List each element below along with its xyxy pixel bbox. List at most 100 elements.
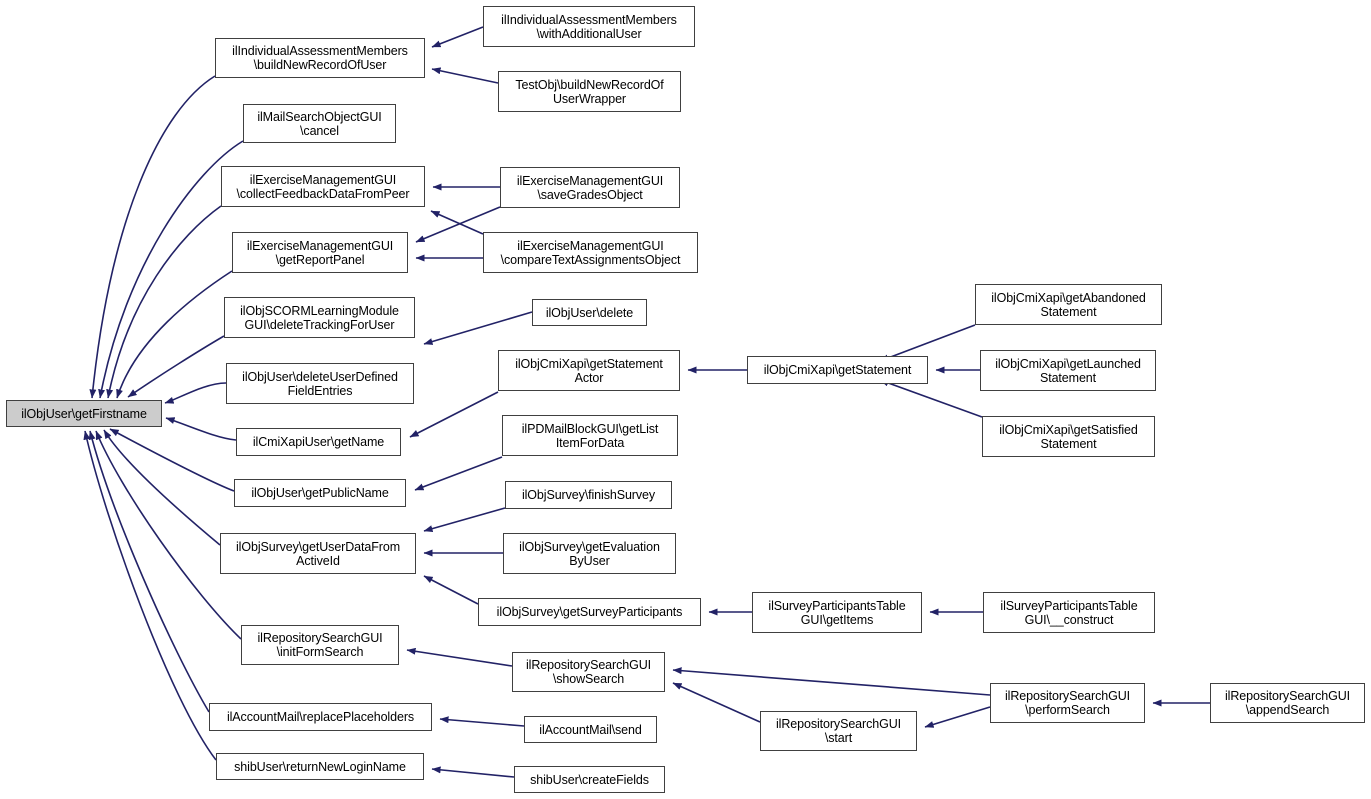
graph-node-cmixapi_stmtactor[interactable]: ilObjCmiXapi\getStatement Actor [498, 350, 680, 391]
graph-node-scorm_deltrack[interactable]: ilObjSCORMLearningModule GUI\deleteTrack… [224, 297, 415, 338]
call-edge [103, 429, 221, 546]
graph-node-cmixapi_getstatement[interactable]: ilObjCmiXapi\getStatement [747, 356, 928, 384]
graph-node-label: ilIndividualAssessmentMembers \withAddit… [501, 12, 677, 41]
graph-node-label: ilObjCmiXapi\getStatement Actor [515, 356, 663, 385]
graph-node-pdmail_listitem[interactable]: ilPDMailBlockGUI\getList ItemForData [502, 415, 678, 456]
graph-node-mailsearch_cancel[interactable]: ilMailSearchObjectGUI \cancel [243, 104, 396, 143]
graph-node-reposearch_initform[interactable]: ilRepositorySearchGUI \initFormSearch [241, 625, 399, 665]
graph-node-iam_with[interactable]: ilIndividualAssessmentMembers \withAddit… [483, 6, 695, 47]
graph-node-testobj_wrapper[interactable]: TestObj\buildNewRecordOf UserWrapper [498, 71, 681, 112]
graph-node-exmgmt_savegrades[interactable]: ilExerciseManagementGUI \saveGradesObjec… [500, 167, 680, 208]
call-edge [879, 324, 976, 362]
graph-node-sptable_getitems[interactable]: ilSurveyParticipantsTable GUI\getItems [752, 592, 922, 633]
graph-node-label: ilObjUser\getPublicName [251, 486, 389, 500]
graph-node-label: ilObjCmiXapi\getLaunched Statement [995, 356, 1141, 385]
call-edge [116, 270, 233, 399]
call-edge [924, 706, 991, 728]
graph-node-root[interactable]: ilObjUser\getFirstname [6, 400, 162, 427]
call-edge [439, 716, 525, 727]
call-edge [89, 75, 216, 399]
graph-node-survey_finish[interactable]: ilObjSurvey\finishSurvey [505, 481, 672, 509]
graph-node-label: ilExerciseManagementGUI \collectFeedback… [236, 172, 410, 201]
graph-node-cmixapi_launched[interactable]: ilObjCmiXapi\getLaunched Statement [980, 350, 1156, 391]
graph-node-label: ilSurveyParticipantsTable GUI\__construc… [1000, 598, 1138, 627]
graph-node-label: ilObjCmiXapi\getSatisfied Statement [999, 422, 1138, 451]
graph-node-shib_createfields[interactable]: shibUser\createFields [514, 766, 665, 793]
graph-node-survey_userdata[interactable]: ilObjSurvey\getUserDataFrom ActiveId [220, 533, 416, 574]
graph-node-label: ilMailSearchObjectGUI \cancel [257, 109, 382, 138]
graph-node-accountmail_replace[interactable]: ilAccountMail\replacePlaceholders [209, 703, 432, 731]
graph-node-exmgmt_compare[interactable]: ilExerciseManagementGUI \compareTextAssi… [483, 232, 698, 273]
graph-node-shib_returnlogin[interactable]: shibUser\returnNewLoginName [216, 753, 424, 780]
graph-node-label: ilAccountMail\send [539, 722, 642, 737]
graph-node-survey_evaluation[interactable]: ilObjSurvey\getEvaluation ByUser [503, 533, 676, 574]
graph-node-label: ilRepositorySearchGUI \appendSearch [1224, 689, 1351, 717]
graph-node-label: ilExerciseManagementGUI \saveGradesObjec… [516, 173, 664, 202]
graph-node-objuser_deludf[interactable]: ilObjUser\deleteUserDefined FieldEntries [226, 363, 414, 404]
edge-paths [83, 26, 1210, 778]
graph-node-exmgmt_report[interactable]: ilExerciseManagementGUI \getReportPanel [232, 232, 408, 273]
graph-node-iam_build[interactable]: ilIndividualAssessmentMembers \buildNewR… [215, 38, 425, 78]
call-edge [164, 382, 227, 404]
graph-node-label: ilExerciseManagementGUI \getReportPanel [246, 238, 394, 267]
call-edge [415, 206, 501, 243]
call-edge [431, 766, 515, 778]
graph-node-label: ilExerciseManagementGUI \compareTextAssi… [500, 238, 681, 267]
graph-node-label: ilAccountMail\replacePlaceholders [226, 710, 415, 724]
graph-node-objuser_publicname[interactable]: ilObjUser\getPublicName [234, 479, 406, 507]
graph-node-cmixapiuser_getname[interactable]: ilCmiXapiUser\getName [236, 428, 401, 456]
call-edge [431, 26, 484, 48]
graph-node-label: ilObjCmiXapi\getAbandoned Statement [991, 290, 1146, 319]
graph-node-reposearch_append[interactable]: ilRepositorySearchGUI \appendSearch [1210, 683, 1365, 723]
call-edge [406, 647, 513, 667]
call-edge [106, 205, 222, 399]
call-edge [95, 430, 242, 640]
graph-node-label: ilObjSurvey\getSurveyParticipants [496, 605, 683, 619]
call-edge [83, 430, 217, 761]
graph-node-label: ilIndividualAssessmentMembers \buildNewR… [232, 44, 408, 72]
call-edge [672, 667, 991, 696]
call-edge [98, 140, 244, 399]
call-edge [430, 210, 484, 235]
graph-node-label: ilObjUser\deleteUserDefined FieldEntries [242, 369, 398, 398]
graph-node-label: ilObjUser\getFirstname [21, 406, 147, 421]
call-edge [423, 575, 479, 605]
graph-node-label: ilRepositorySearchGUI \performSearch [1004, 689, 1131, 717]
graph-node-label: ilObjSurvey\getEvaluation ByUser [519, 539, 660, 568]
call-edge [127, 335, 225, 398]
graph-node-label: TestObj\buildNewRecordOf UserWrapper [515, 77, 664, 106]
graph-node-exmgmt_collect[interactable]: ilExerciseManagementGUI \collectFeedback… [221, 166, 425, 207]
graph-node-label: shibUser\createFields [530, 772, 649, 787]
call-edge [423, 311, 533, 345]
graph-node-label: ilObjUser\delete [545, 305, 634, 320]
graph-node-label: ilSurveyParticipantsTable GUI\getItems [768, 598, 906, 627]
call-edge [409, 391, 499, 438]
graph-node-label: ilRepositorySearchGUI \initFormSearch [257, 631, 383, 659]
call-edge [431, 67, 499, 84]
graph-node-label: ilRepositorySearchGUI \showSearch [525, 658, 652, 686]
graph-node-reposearch_show[interactable]: ilRepositorySearchGUI \showSearch [512, 652, 665, 692]
graph-node-label: ilPDMailBlockGUI\getList ItemForData [521, 421, 659, 450]
graph-node-label: ilObjSurvey\finishSurvey [521, 488, 656, 502]
graph-node-label: ilRepositorySearchGUI \start [775, 717, 902, 745]
call-edge [423, 507, 506, 533]
call-edge [109, 428, 235, 492]
graph-node-reposearch_start[interactable]: ilRepositorySearchGUI \start [760, 711, 917, 751]
graph-node-cmixapi_satisfied[interactable]: ilObjCmiXapi\getSatisfied Statement [982, 416, 1155, 457]
call-edge [165, 417, 237, 441]
graph-node-label: ilCmiXapiUser\getName [252, 435, 385, 449]
graph-node-survey_participants[interactable]: ilObjSurvey\getSurveyParticipants [478, 598, 701, 626]
graph-node-cmixapi_abandoned[interactable]: ilObjCmiXapi\getAbandoned Statement [975, 284, 1162, 325]
graph-node-sptable_construct[interactable]: ilSurveyParticipantsTable GUI\__construc… [983, 592, 1155, 633]
graph-node-objuser_delete[interactable]: ilObjUser\delete [532, 299, 647, 326]
graph-node-label: ilObjSCORMLearningModule GUI\deleteTrack… [240, 303, 399, 332]
call-edge [879, 379, 983, 418]
graph-node-accountmail_send[interactable]: ilAccountMail\send [524, 716, 657, 743]
call-edge [672, 682, 761, 723]
call-edge [88, 430, 210, 713]
graph-node-label: ilObjSurvey\getUserDataFrom ActiveId [235, 539, 401, 568]
graph-node-reposearch_perform[interactable]: ilRepositorySearchGUI \performSearch [990, 683, 1145, 723]
call-edge [414, 456, 503, 491]
